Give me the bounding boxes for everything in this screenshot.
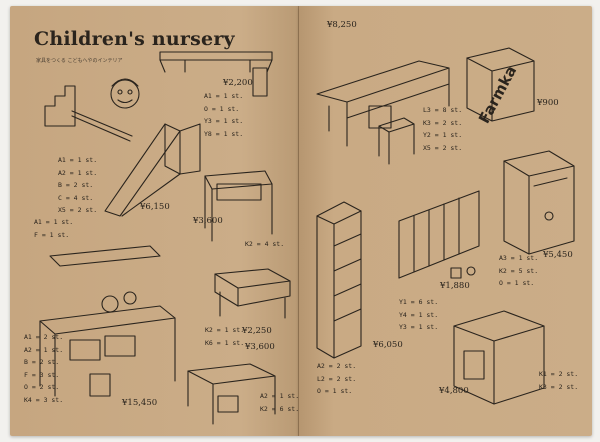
parts-item: A1 = 1 st. [34,218,74,226]
left-page-illustrations [39,51,291,425]
parts-item: A1 = 1 st. [204,92,244,100]
parts-list-tall-shelf: A2 = 2 st. L2 = 2 st. O = 1 st. [317,360,356,398]
parts-list-crib: Y1 = 6 st. Y4 = 1 st. Y3 = 1 st. [399,296,438,334]
parts-list-bench: A2 = 1 st. K2 = 6 st. [260,390,299,415]
parts-item: A1 = 2 st. [24,333,64,341]
farmka-chair-drawing [466,47,535,122]
price-tall-shelf: ¥6,050 [373,340,403,350]
price-wardrobe: ¥5,450 [543,250,573,260]
small-chair-drawing [378,117,415,165]
parts-item: K1 = 2 st. [539,370,579,378]
parts-item: A2 = 1 st. [24,345,64,354]
parts-item: K2 = 1 st. [205,326,245,334]
price-workbench: ¥15,450 [122,398,158,408]
parts-item: K2 = 4 st. [245,240,285,248]
parts-item: O = 1 st. [499,279,535,287]
price-farmka-chair: ¥900 [537,98,559,108]
crib-drawing [398,190,480,279]
parts-item: O = 1 st. [204,104,240,113]
parts-item: Y3 = 1 st. [204,117,244,125]
play-box-drawing [453,310,545,405]
parts-item: O = 2 st. [24,383,60,391]
price-long-desk: ¥8,250 [327,20,357,30]
parts-item: Y1 = 6 st. [399,298,439,306]
page-title: Children's nursery [34,28,235,50]
page-subtitle: 家具をつくる こどもへやのインテリア [36,58,123,64]
parts-list-small: A1 = 1 st. F = 1 st. [34,216,73,241]
parts-item: Y4 = 1 st. [399,310,439,319]
parts-item: B = 2 st. [58,181,94,189]
price-slide: ¥6,150 [140,202,170,212]
parts-item: K3 = 2 st. [423,118,463,127]
parts-item: X5 = 2 st. [58,206,98,214]
parts-item: L3 = 8 st. [423,106,463,114]
small-desk-drawing [204,170,273,242]
parts-list-desk: K2 = 4 st. [245,238,284,251]
parts-item: A2 = 1 st. [260,392,300,400]
parts-item: F = 3 st. [24,370,60,379]
parts-item: X5 = 2 st. [423,143,463,152]
right-page: Farmka ¥8,250 ¥900 ¥6,050 ¥1,880 ¥5,450 … [299,6,592,436]
wardrobe-drawing [503,150,575,255]
parts-list-slide: A1 = 1 st. A2 = 1 st. B = 2 st. C = 4 st… [58,154,97,217]
parts-list-wardrobe: A3 = 1 st. K2 = 5 st. O = 1 st. [499,252,538,290]
price-wall-shelf: ¥2,200 [223,78,253,88]
parts-list-play-box: K1 = 2 st. K3 = 2 st. [539,368,578,393]
slide-drawing [104,123,201,217]
parts-item: Y8 = 1 st. [204,129,244,138]
price-bench: ¥3,600 [245,342,275,352]
parts-item: Y2 = 1 st. [423,131,463,139]
child-face-drawing [110,78,140,109]
parts-item: A3 = 1 st. [499,254,539,262]
tall-shelf-drawing [316,201,362,359]
ottoman-drawing [214,268,291,319]
parts-item: A1 = 1 st. [58,156,98,164]
parts-list-long-desk: L3 = 8 st. K3 = 2 st. Y2 = 1 st. X5 = 2 … [423,104,462,154]
parts-item: Y3 = 1 st. [399,323,439,331]
parts-item: O = 1 st. [317,387,353,395]
parts-list-workbench: A1 = 2 st. A2 = 1 st. B = 2 st. F = 3 st… [24,331,63,406]
price-ottoman: ¥2,250 [242,326,272,336]
parts-list-shelf: A1 = 1 st. O = 1 st. Y3 = 1 st. Y8 = 1 s… [204,90,243,140]
parts-item: K6 = 1 st. [205,338,245,347]
long-desk-drawing [316,60,450,147]
parts-item: K2 = 6 st. [260,404,300,413]
low-bench-drawing [187,363,276,425]
step-stool-drawing [44,85,76,127]
parts-item: K4 = 3 st. [24,395,64,404]
price-play-box: ¥4,800 [439,386,469,396]
parts-item: L2 = 2 st. [317,374,357,383]
parts-item: A2 = 1 st. [58,168,98,177]
parts-item: B = 2 st. [24,358,60,366]
parts-item: C = 4 st. [58,193,94,202]
open-booklet: Children's nursery 家具をつくる こどもへやのインテリア [10,6,592,436]
parts-list-ottoman: K2 = 1 st. K6 = 1 st. [205,324,244,349]
parts-item: K2 = 5 st. [499,266,539,275]
workbench-drawing [39,245,176,397]
wall-shelf-drawing [159,51,273,97]
parts-item: F = 1 st. [34,230,70,239]
price-crib: ¥1,880 [440,281,470,291]
price-desk: ¥3,600 [193,216,223,226]
parts-item: K3 = 2 st. [539,382,579,391]
parts-item: A2 = 2 st. [317,362,357,370]
left-page: Children's nursery 家具をつくる こどもへやのインテリア [10,6,299,436]
right-page-illustrations [316,47,575,405]
